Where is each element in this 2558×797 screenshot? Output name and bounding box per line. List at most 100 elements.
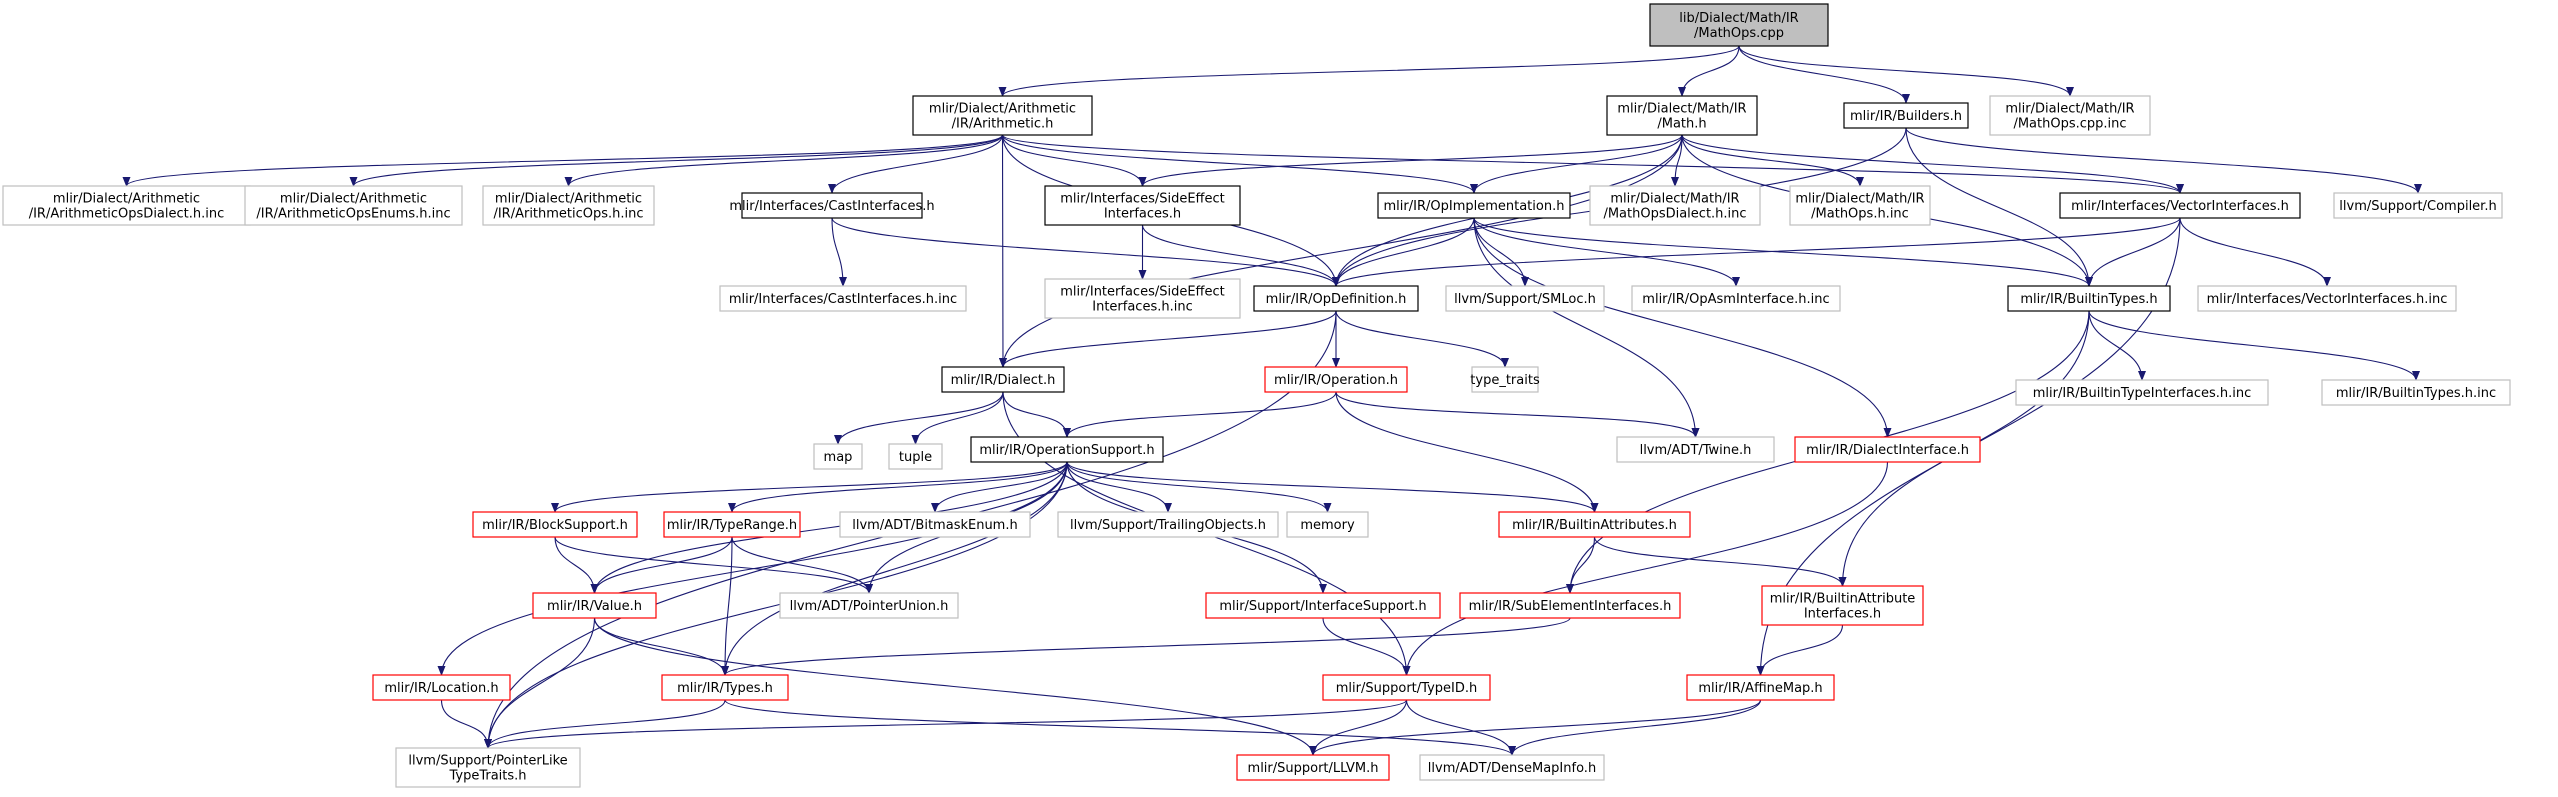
edge-opdef-to-typetraits	[1335, 310, 1509, 368]
edge-builtintypes-to-builtintypeifinc	[2088, 310, 2146, 381]
edge-typerange-to-value	[590, 536, 733, 594]
node-mlir-dialect-arithmetic-ir-arithmeticops-h-inc[interactable]: mlir/Dialect/Arithmetic/IR/ArithmeticOps…	[482, 185, 655, 226]
node-mlir-interfaces-vectorinterfaces-h[interactable]: mlir/Interfaces/VectorInterfaces.h	[2059, 192, 2301, 219]
node-mlir-ir-operation-h[interactable]: mlir/IR/Operation.h	[1264, 366, 1408, 393]
edge-castif-to-castifinc	[831, 217, 847, 287]
node-llvm-adt-pointerunion-h[interactable]: llvm/ADT/PointerUnion.h	[779, 592, 959, 619]
node-mlir-ir-dialectinterface-h[interactable]: mlir/IR/DialectInterface.h	[1794, 436, 1981, 463]
node-label-line: llvm/ADT/Twine.h	[1640, 443, 1752, 458]
edge-typerange-to-ptrunion	[731, 536, 873, 594]
node-mlir-ir-value-h[interactable]: mlir/IR/Value.h	[532, 592, 657, 619]
node-box	[1616, 436, 1775, 463]
node-mlir-ir-builtinattributes-h[interactable]: mlir/IR/BuiltinAttributes.h	[1498, 511, 1691, 538]
node-llvm-adt-bitmaskenum-h[interactable]: llvm/ADT/BitmaskEnum.h	[839, 511, 1031, 538]
node-mlir-ir-types-h[interactable]: mlir/IR/Types.h	[661, 674, 789, 701]
node-mlir-ir-opasminterface-h-inc[interactable]: mlir/IR/OpAsmInterface.h.inc	[1631, 285, 1841, 312]
node-mlir-dialect-math-ir-math-h[interactable]: mlir/Dialect/Math/IR/Math.h	[1606, 95, 1758, 136]
edge-typeid-to-densemapinfo	[1405, 699, 1516, 756]
node-mlir-ir-opimplementation-h[interactable]: mlir/IR/OpImplementation.h	[1377, 192, 1571, 219]
edge-builtinattrs-to-builtinattrif	[1593, 536, 1847, 587]
node-mlir-ir-opdefinition-h[interactable]: mlir/IR/OpDefinition.h	[1253, 285, 1419, 312]
node-mlir-ir-subelementinterfaces-h[interactable]: mlir/IR/SubElementInterfaces.h	[1459, 592, 1681, 619]
node-box	[2007, 285, 2171, 312]
edge-value-to-llvmh	[593, 617, 1317, 756]
node-box	[719, 285, 967, 312]
node-box	[1761, 585, 1924, 626]
node-label-line: /MathOps.h.inc	[1811, 207, 1909, 222]
node-map[interactable]: map	[813, 443, 863, 470]
node-label-line: lib/Dialect/Math/IR	[1679, 11, 1798, 26]
node-mlir-interfaces-sideeffectinterfaces-h-inc[interactable]: mlir/Interfaces/SideEffectInterfaces.h.i…	[1044, 278, 1241, 319]
edge-opdef-to-dialect	[999, 310, 1337, 368]
edge-arith-to-vectorif	[1001, 134, 2184, 194]
node-box	[1789, 185, 1931, 226]
node-label-line: mlir/IR/BuiltinTypeInterfaces.h.inc	[2033, 386, 2252, 401]
edge-root-to-builders	[1738, 45, 1910, 104]
node-mlir-ir-builtintypes-h-inc[interactable]: mlir/IR/BuiltinTypes.h.inc	[2321, 379, 2511, 406]
node-label-line: mlir/IR/OperationSupport.h	[979, 443, 1154, 458]
node-box	[1686, 674, 1835, 701]
node-mlir-interfaces-castinterfaces-h[interactable]: mlir/Interfaces/CastInterfaces.h	[729, 192, 935, 219]
node-llvm-support-compiler-h[interactable]: llvm/Support/Compiler.h	[2333, 192, 2503, 219]
node-label-line: mlir/IR/BuiltinTypes.h.inc	[2336, 386, 2496, 401]
node-label-line: mlir/IR/SubElementInterfaces.h	[1469, 599, 1672, 614]
node-box	[1044, 278, 1241, 319]
edge-sideeffect-to-opdef	[1141, 224, 1340, 287]
node-mlir-dialect-arithmetic-ir-arithmeticopsenums-h-inc[interactable]: mlir/Dialect/Arithmetic/IR/ArithmeticOps…	[244, 185, 463, 226]
node-mlir-ir-affinemap-h[interactable]: mlir/IR/AffineMap.h	[1686, 674, 1835, 701]
node-mlir-ir-typerange-h[interactable]: mlir/IR/TypeRange.h	[663, 511, 801, 538]
node-label-line: mlir/IR/OpImplementation.h	[1384, 199, 1565, 214]
node-type-traits[interactable]: type_traits	[1470, 366, 1540, 393]
node-label-line: /IR/ArithmeticOpsEnums.h.inc	[256, 207, 450, 222]
node-box	[1459, 592, 1681, 619]
edge-types-to-ptrlike	[484, 699, 726, 749]
node-box	[532, 592, 657, 619]
node-label-line: mlir/IR/DialectInterface.h	[1806, 443, 1969, 458]
node-mlir-dialect-math-ir-mathops-h-inc[interactable]: mlir/Dialect/Math/IR/MathOps.h.inc	[1789, 185, 1931, 226]
edge-vectorif-to-builtintypes	[2085, 217, 2181, 287]
node-tuple[interactable]: tuple	[888, 443, 943, 470]
node-mlir-dialect-math-ir-mathops-cpp-inc[interactable]: mlir/Dialect/Math/IR/MathOps.cpp.inc	[1989, 95, 2151, 136]
node-mlir-dialect-math-ir-mathopsdialect-h-inc[interactable]: mlir/Dialect/Math/IR/MathOpsDialect.h.in…	[1589, 185, 1761, 226]
edge-math-to-dialect	[999, 134, 1683, 368]
node-box	[2059, 192, 2301, 219]
node-box	[941, 366, 1065, 393]
edge-blocksupport-to-value	[554, 536, 599, 594]
node-box	[1649, 3, 1829, 47]
node-box	[1606, 95, 1758, 136]
node-llvm-support-smloc-h[interactable]: llvm/Support/SMLoc.h	[1445, 285, 1605, 312]
node-llvm-adt-twine-h[interactable]: llvm/ADT/Twine.h	[1616, 436, 1775, 463]
node-mlir-interfaces-castinterfaces-h-inc[interactable]: mlir/Interfaces/CastInterfaces.h.inc	[719, 285, 967, 312]
node-mlir-ir-blocksupport-h[interactable]: mlir/IR/BlockSupport.h	[472, 511, 638, 538]
node-mlir-support-typeid-h[interactable]: mlir/Support/TypeID.h	[1322, 674, 1491, 701]
node-mlir-dialect-arithmetic-ir-arithmetic-h[interactable]: mlir/Dialect/Arithmetic/IR/Arithmetic.h	[912, 95, 1093, 136]
node-mlir-ir-dialect-h[interactable]: mlir/IR/Dialect.h	[941, 366, 1065, 393]
node-mlir-ir-builtintypes-h[interactable]: mlir/IR/BuiltinTypes.h	[2007, 285, 2171, 312]
node-label-line: Interfaces.h	[1804, 607, 1881, 622]
node-mlir-interfaces-vectorinterfaces-h-inc[interactable]: mlir/Interfaces/VectorInterfaces.h.inc	[2197, 285, 2457, 312]
node-label-line: type_traits	[1470, 373, 1540, 388]
node-llvm-adt-densemapinfo-h[interactable]: llvm/ADT/DenseMapInfo.h	[1419, 754, 1605, 781]
node-mlir-ir-location-h[interactable]: mlir/IR/Location.h	[372, 674, 511, 701]
node-box	[2015, 379, 2269, 406]
node-mlir-ir-builtintypeinterfaces-h-inc[interactable]: mlir/IR/BuiltinTypeInterfaces.h.inc	[2015, 379, 2269, 406]
node-box	[1286, 511, 1369, 538]
node-mlir-ir-builders-h[interactable]: mlir/IR/Builders.h	[1843, 102, 1969, 129]
node-box	[1264, 366, 1408, 393]
edge-typerange-to-types	[721, 536, 733, 676]
node-mlir-support-interfacesupport-h[interactable]: mlir/Support/InterfaceSupport.h	[1205, 592, 1441, 619]
node-mlir-support-llvm-h[interactable]: mlir/Support/LLVM.h	[1236, 754, 1390, 781]
node-label-line: Interfaces.h	[1104, 207, 1181, 222]
node-mlir-ir-operationsupport-h[interactable]: mlir/IR/OperationSupport.h	[970, 436, 1164, 463]
node-label-line: llvm/Support/Compiler.h	[2339, 199, 2496, 214]
node-llvm-support-trailingobjects-h[interactable]: llvm/Support/TrailingObjects.h	[1057, 511, 1279, 538]
node-memory[interactable]: memory	[1286, 511, 1369, 538]
node-box	[661, 674, 789, 701]
node-box	[2321, 379, 2511, 406]
node-box	[888, 443, 943, 470]
node-mlir-dialect-arithmetic-ir-arithmeticopsdialect-h-inc[interactable]: mlir/Dialect/Arithmetic/IR/ArithmeticOps…	[2, 185, 251, 226]
node-label-line: mlir/IR/Operation.h	[1274, 373, 1398, 388]
